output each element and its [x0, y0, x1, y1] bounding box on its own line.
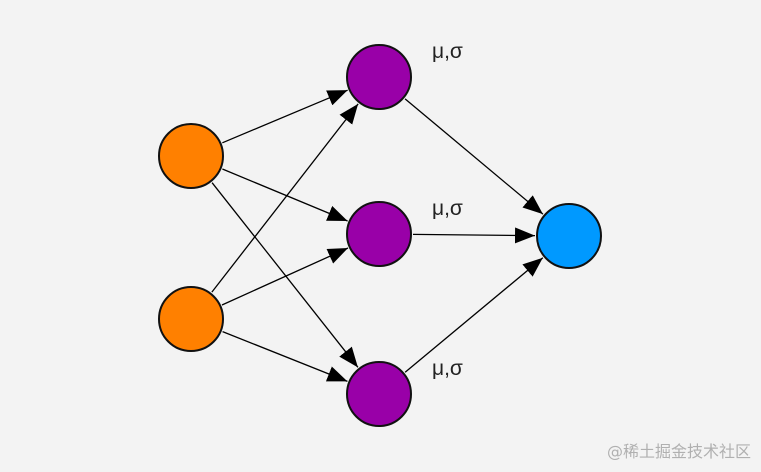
nodes [158, 44, 602, 427]
node-hidden-3 [346, 361, 412, 427]
edge-hidden-1-to-output-1 [404, 98, 544, 215]
label-hidden-2: μ,σ [432, 197, 463, 220]
node-output-1 [536, 203, 602, 269]
edge-input-1-to-hidden-1 [222, 89, 348, 144]
label-hidden-1: μ,σ [432, 40, 463, 63]
node-input-2 [158, 286, 224, 352]
label-hidden-3: μ,σ [432, 357, 463, 380]
edge-input-2-to-hidden-3 [222, 330, 348, 383]
edge-input-1-to-hidden-2 [222, 168, 348, 222]
node-hidden-2 [346, 201, 412, 267]
watermark: @稀土掘金技术社区 [606, 442, 751, 461]
edge-input-1-to-hidden-3 [211, 182, 359, 368]
edges [211, 89, 544, 383]
edge-hidden-2-to-output-1 [412, 227, 536, 244]
edge-input-2-to-hidden-1 [211, 103, 359, 293]
node-input-1 [158, 123, 224, 189]
edge-hidden-3-to-output-1 [404, 257, 544, 373]
node-labels: μ,σ μ,σ μ,σ [432, 40, 463, 380]
node-hidden-1 [346, 44, 412, 110]
edge-input-2-to-hidden-2 [221, 247, 349, 306]
